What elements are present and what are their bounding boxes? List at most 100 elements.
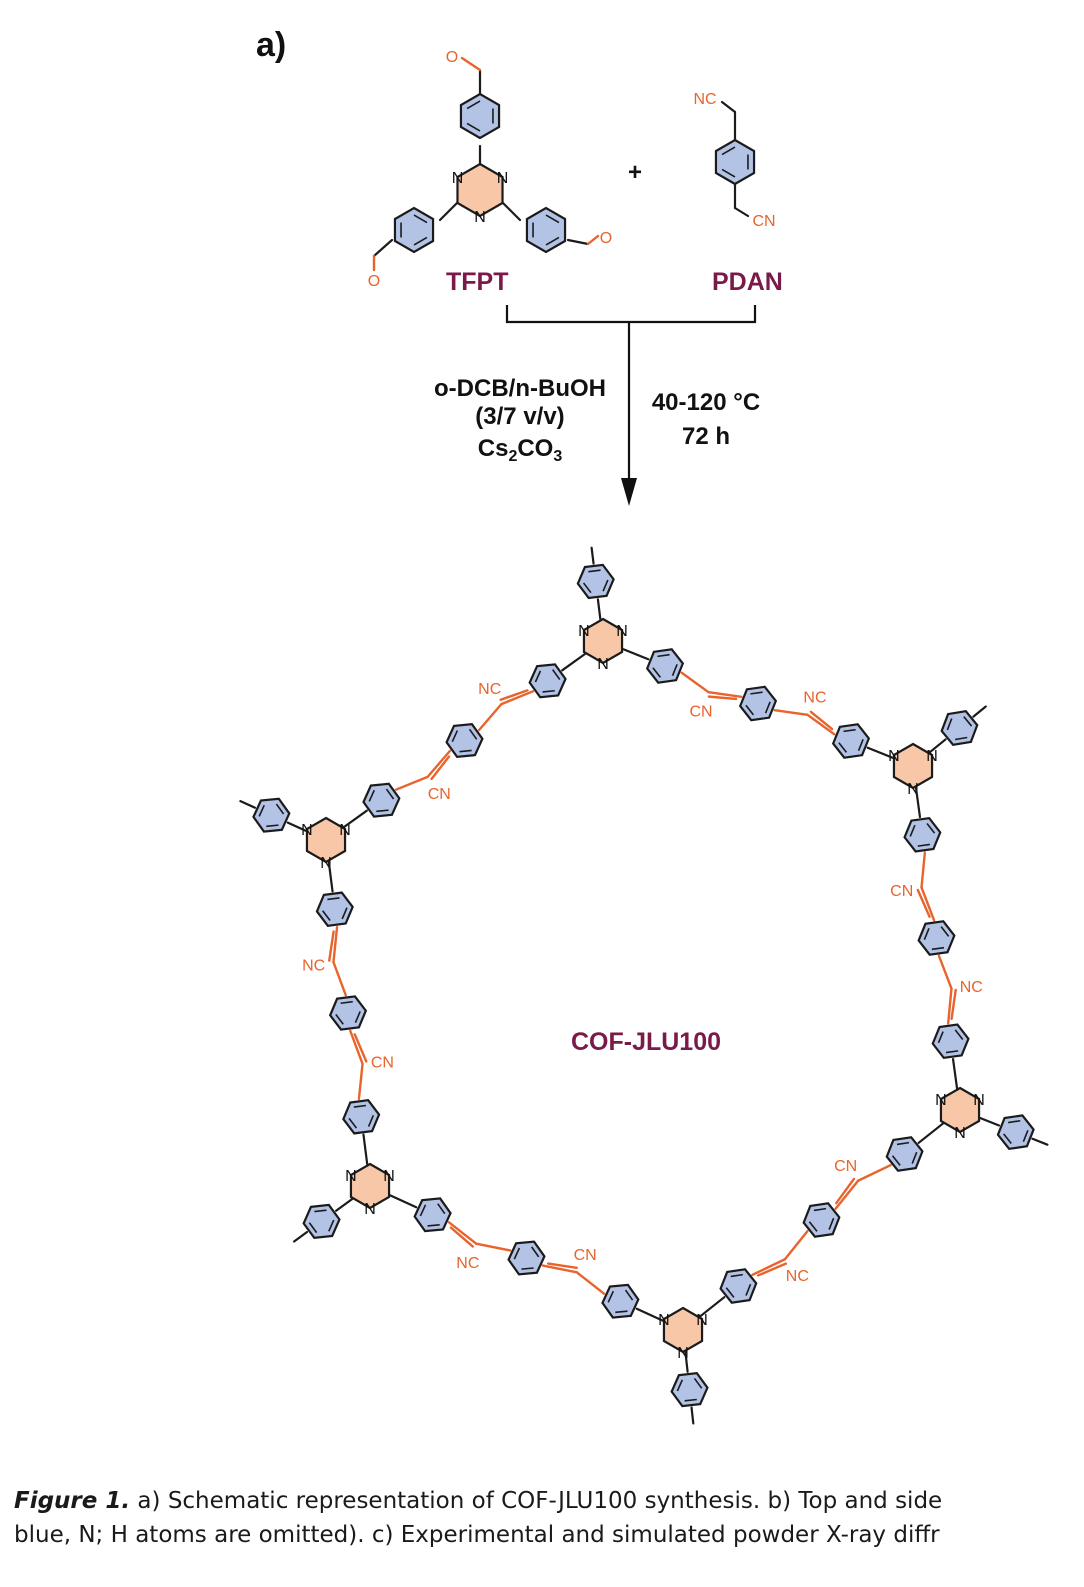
triazine-nitrogen: N [597, 656, 609, 673]
ring-double-bond [427, 1223, 440, 1227]
triazine-ring [456, 162, 504, 218]
ring-double-bond [684, 1398, 697, 1402]
ring-double-bond [721, 168, 736, 178]
nitrile-group: CN [834, 1158, 857, 1175]
ring-double-bond [466, 100, 481, 110]
vinyl-bond [332, 960, 347, 997]
methylene-bond [720, 100, 737, 114]
triazine-nitrogen: N [578, 623, 590, 640]
ring-double-bond [308, 1222, 318, 1234]
triazine-nitrogen: N [474, 209, 486, 226]
ring-double-bond [513, 1247, 521, 1260]
vinyl-double-bond [353, 1033, 368, 1063]
vinyl-bond [937, 954, 953, 990]
vinyl-double-bond [449, 1226, 474, 1248]
triazine-ring [892, 742, 934, 790]
vinyl-bond [575, 1271, 606, 1295]
nitrile-group: NC [786, 1268, 809, 1285]
aryl-link [388, 1194, 418, 1209]
benzene-ring [445, 722, 484, 759]
ring-double-bond [322, 910, 331, 921]
vinyl-bond [477, 702, 503, 732]
ring-double-bond [466, 122, 481, 132]
ring-double-bond [750, 691, 763, 695]
benzene-ring [802, 1202, 841, 1238]
triazine-nitrogen: N [320, 855, 332, 872]
methylene-bond [733, 206, 750, 218]
triazine-nitrogen: N [383, 1168, 395, 1185]
oxygen-atom: O [368, 273, 380, 290]
ring-double-bond [937, 1031, 944, 1044]
aryl-link [699, 1296, 726, 1318]
ring-double-bond [725, 1287, 735, 1298]
caption-text-1: a) Schematic representation of COF-JLU10… [130, 1488, 943, 1514]
ring-double-bond [954, 1029, 964, 1041]
pdan-label: PDAN [712, 268, 783, 296]
aryl-link [501, 201, 522, 222]
aryl-link [561, 652, 587, 672]
aryl-link [917, 1122, 944, 1144]
figure-caption: Figure 1. a) Schematic representation of… [14, 1484, 1084, 1552]
ring-double-bond [327, 897, 340, 901]
aryl-link [622, 648, 650, 661]
ring-double-bond [857, 738, 864, 751]
vinyl-bond [751, 1258, 787, 1277]
vinyl-bond [332, 925, 339, 964]
condition-temperature: 40-120 °C [652, 389, 760, 416]
ring-double-bond [721, 146, 736, 156]
vinyl-bond [447, 1221, 478, 1245]
benzene-ring [362, 782, 401, 818]
ring-double-bond [459, 749, 472, 753]
ring-double-bond [545, 236, 560, 246]
ring-double-bond [923, 928, 930, 940]
benzene-ring [393, 206, 435, 254]
ring-double-bond [376, 809, 389, 813]
aryl-link [635, 1307, 665, 1322]
vinyl-bond [349, 1029, 364, 1066]
ring-double-bond [838, 742, 848, 753]
triazine-ring [662, 1306, 704, 1354]
ring-double-bond [419, 1204, 427, 1217]
ring-double-bond [521, 1267, 534, 1270]
nitrile-group: NC [803, 689, 826, 706]
vinyl-double-bond [430, 755, 451, 781]
benzene-ring [576, 563, 615, 600]
benzene-ring [413, 1197, 452, 1233]
vinyl-bond [680, 671, 710, 694]
vinyl-bond [707, 690, 743, 698]
ring-double-bond [657, 653, 670, 658]
vinyl-bond [946, 987, 953, 1025]
benzene-ring [670, 1371, 709, 1408]
outer-aryl-link [596, 598, 602, 621]
ring-double-bond [909, 824, 916, 837]
nitrile-group: CN [574, 1247, 597, 1264]
ring-double-bond [353, 1104, 367, 1108]
ring-double-bond [828, 1217, 835, 1230]
nitrile-group: NC [456, 1255, 479, 1272]
vinyl-bond [834, 1179, 860, 1211]
ring-double-bond [275, 803, 285, 815]
vinyl-bond [500, 690, 535, 706]
outer-aryl-link [684, 1350, 689, 1373]
vinyl-double-bond [756, 1262, 788, 1277]
benzene-ring [507, 1240, 546, 1276]
ring-double-bond [354, 1011, 361, 1024]
outer-aryl-link [979, 1117, 1001, 1127]
caption-line-2: blue, N; H atoms are omitted). c) Experi… [14, 1522, 940, 1548]
vinyl-double-bond [950, 988, 957, 1021]
triazine-nitrogen: N [364, 1201, 376, 1218]
ring-double-bond [676, 1379, 684, 1392]
vinyl-bond [773, 709, 809, 717]
triazine-nitrogen: N [954, 1125, 966, 1142]
ring-double-bond [896, 1141, 910, 1146]
aldehyde-bond [566, 238, 590, 246]
triazine-nitrogen: N [616, 623, 628, 640]
ring-double-bond [917, 843, 931, 847]
ring-double-bond [813, 1207, 827, 1212]
triazine-ring [939, 1086, 981, 1134]
vinyl-double-bond [809, 710, 834, 731]
condition-time: 72 h [682, 423, 730, 450]
triazine-nitrogen: N [696, 1312, 708, 1329]
vinyl-bond [357, 1062, 364, 1101]
ring-double-bond [551, 669, 561, 681]
